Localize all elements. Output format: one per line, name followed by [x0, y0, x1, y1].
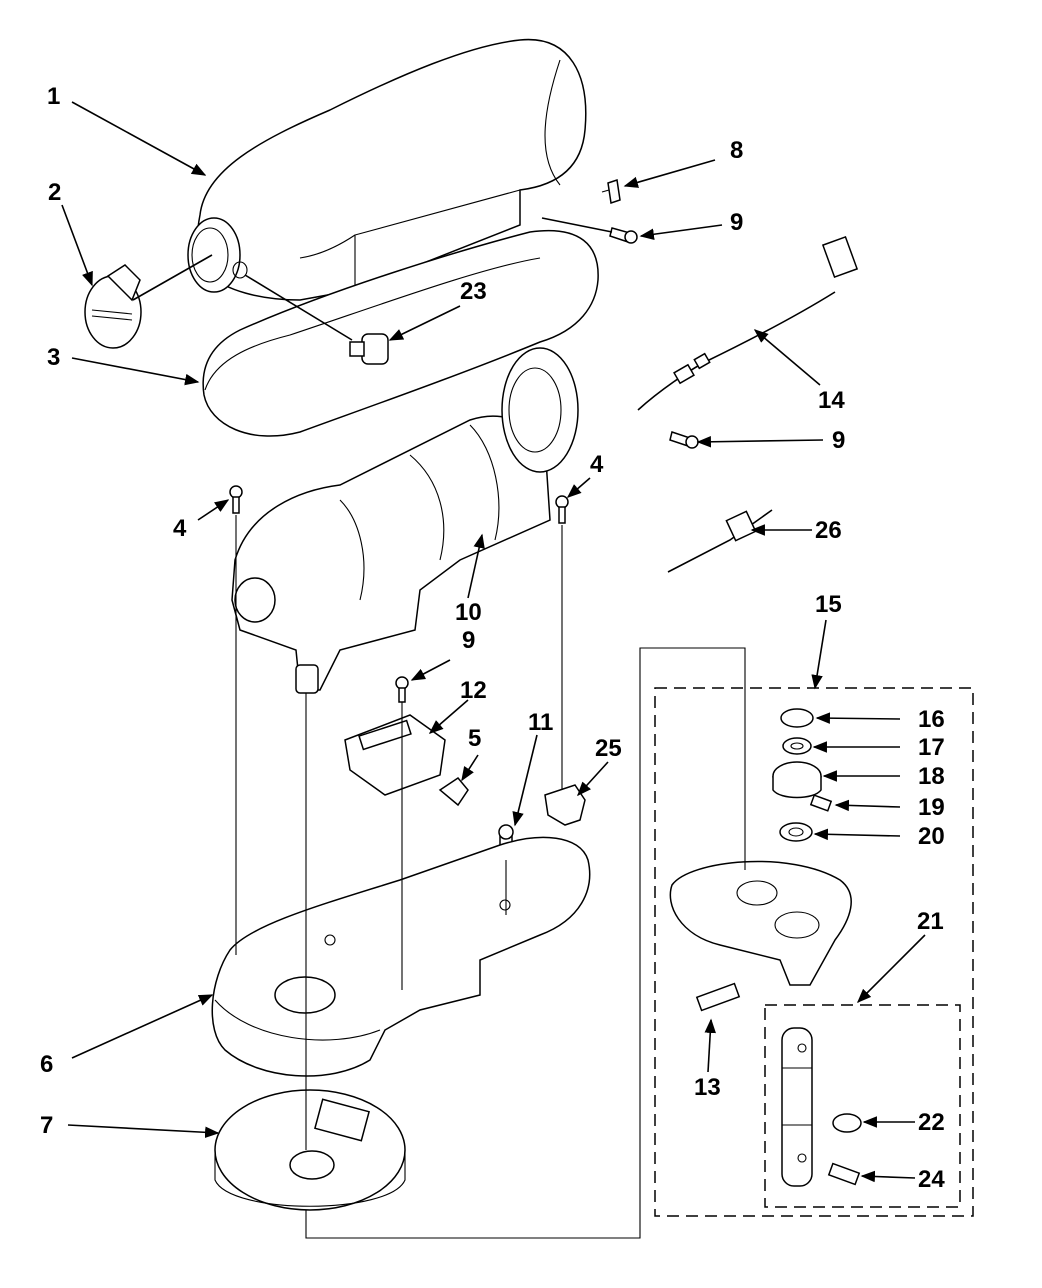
thumb-screw [349, 333, 389, 365]
callout-22: 22 [918, 1109, 945, 1136]
callout-21: 21 [917, 908, 944, 935]
screw-4-left [229, 485, 243, 514]
callout-9-middle: 9 [462, 627, 475, 654]
screw-9-right [669, 431, 699, 449]
leader-arrows [61, 101, 926, 1183]
callout-6: 6 [40, 1051, 53, 1078]
motor-assembly [231, 347, 579, 694]
power-cord [637, 235, 859, 411]
base-housing [211, 836, 591, 1077]
callout-8: 8 [730, 137, 743, 164]
callout-17: 17 [918, 734, 945, 761]
front-cap [84, 264, 142, 349]
gear-housing [214, 1089, 406, 1211]
callout-25: 25 [595, 735, 622, 762]
callout-18: 18 [918, 763, 945, 790]
callout-4-left: 4 [173, 515, 187, 542]
screw-8 [601, 179, 621, 204]
callout-20: 20 [918, 823, 945, 850]
screw-9-middle [395, 676, 409, 703]
callout-10: 10 [455, 599, 482, 626]
callout-3: 3 [47, 344, 60, 371]
shaft-assembly-21 [764, 1004, 961, 1208]
alignment-lines [235, 515, 746, 1239]
callout-9-top: 9 [730, 209, 743, 236]
callout-12: 12 [460, 677, 487, 704]
callout-11: 11 [528, 709, 553, 736]
callout-24: 24 [918, 1166, 945, 1193]
control-board [344, 714, 446, 796]
screw-4-right [555, 495, 569, 524]
callout-9-right: 9 [832, 427, 845, 454]
callout-13: 13 [694, 1074, 721, 1101]
callout-2: 2 [48, 179, 61, 206]
callout-16: 16 [918, 706, 945, 733]
callout-15: 15 [815, 591, 842, 618]
clip-5 [438, 777, 469, 807]
plug-25 [544, 784, 586, 826]
wire-harness [667, 509, 773, 573]
callout-14: 14 [818, 387, 845, 414]
callout-5: 5 [468, 725, 481, 752]
callout-1: 1 [47, 83, 60, 110]
callout-23: 23 [460, 278, 487, 305]
callout-26: 26 [815, 517, 842, 544]
callout-7: 7 [40, 1112, 53, 1139]
callout-4-right: 4 [590, 451, 604, 478]
callout-19: 19 [918, 794, 945, 821]
motor-housing [187, 38, 587, 301]
screw-9-top [609, 227, 638, 244]
